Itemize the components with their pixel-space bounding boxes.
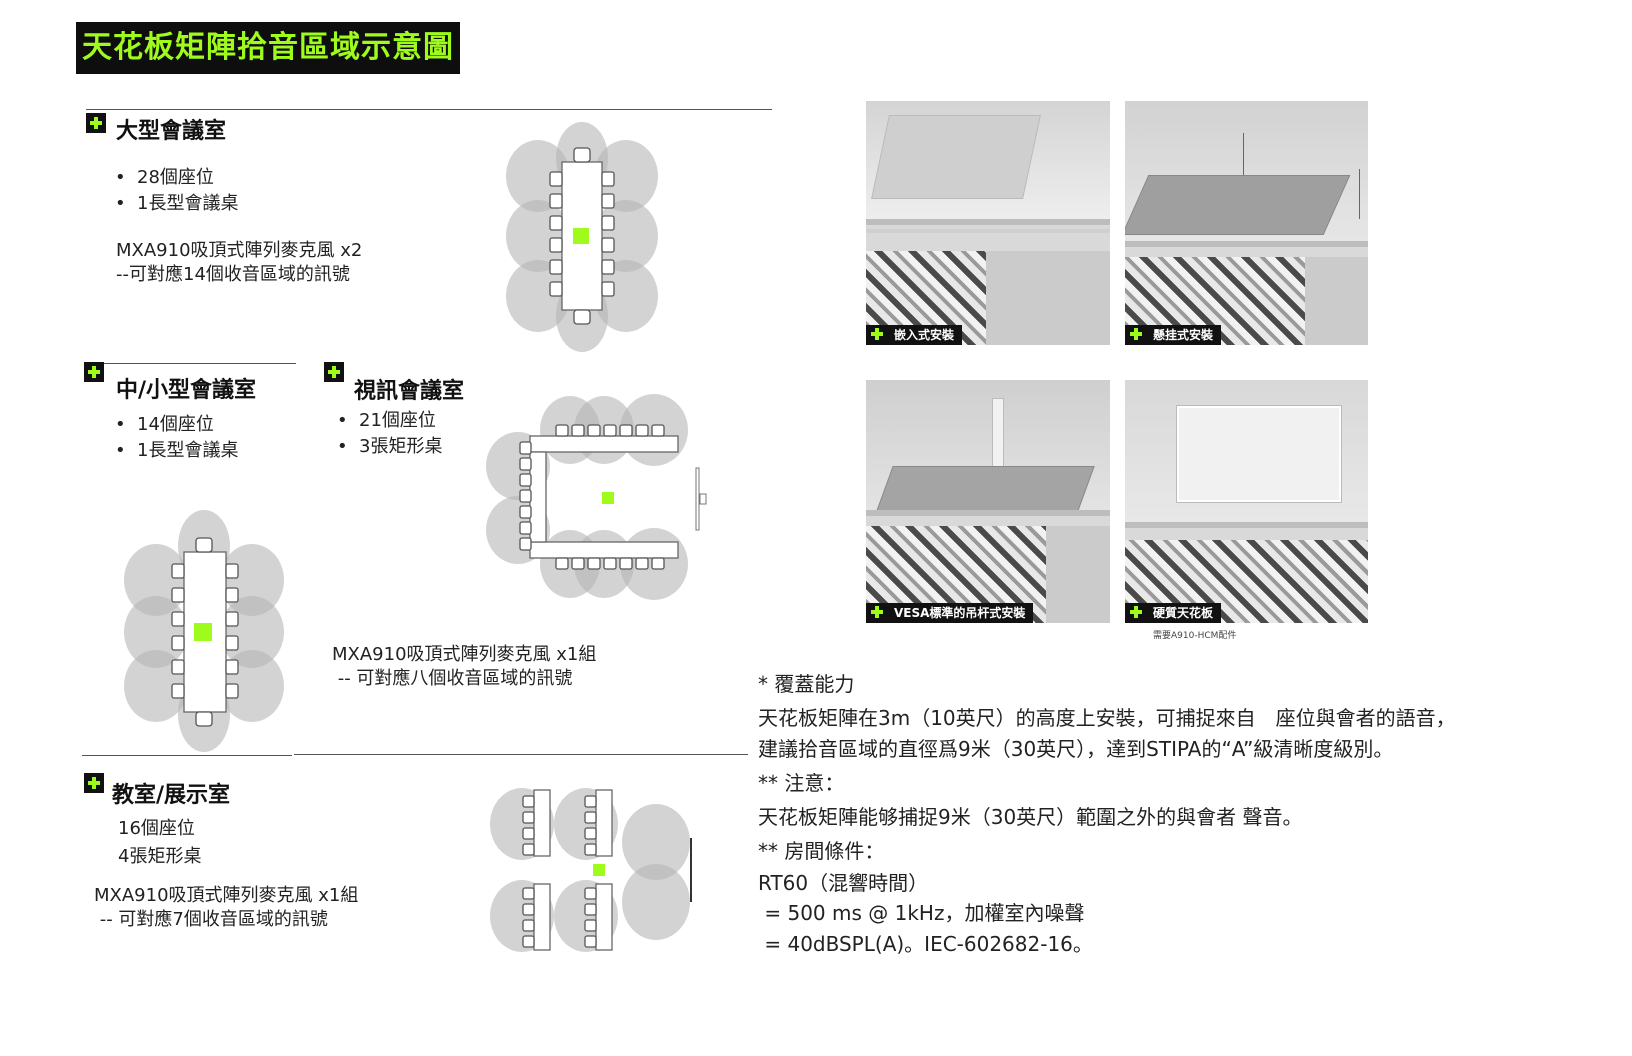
plus-icon	[1129, 605, 1143, 619]
classroom-mic: MXA910吸頂式陣列麥克風 x1組	[94, 885, 359, 906]
section-heading-large-room: 大型會議室	[116, 119, 227, 144]
mic-panel	[1125, 175, 1351, 235]
section-heading-classroom: 教室/展示室	[112, 783, 231, 808]
video-room-bullets: 21個座位 3張矩形桌	[337, 408, 442, 460]
photo-vesa-pole-mount: VESA標準的吊杆式安裝	[866, 380, 1110, 623]
classroom-mic-zones: -- 可對應7個收音區域的訊號	[94, 909, 328, 930]
divider	[82, 755, 292, 756]
classroom-diagram	[490, 788, 692, 952]
plus-icon	[324, 362, 344, 382]
video-room-mic-zones: -- 可對應八個收音區域的訊號	[332, 668, 573, 689]
photo-caption: 懸挂式安裝	[1125, 325, 1222, 345]
bullet-item: 3張矩形桌	[337, 434, 442, 460]
large-room-bullets: 28個座位 1長型會議桌	[115, 165, 238, 217]
section-heading-video-room: 視訊會議室	[354, 379, 465, 404]
classroom-tables: 4張矩形桌	[118, 846, 202, 867]
photo-suspended-mount: 懸挂式安裝	[1125, 101, 1368, 345]
photo-flush-mount: 嵌入式安裝	[866, 101, 1110, 345]
mic-panel	[871, 115, 1041, 199]
bullet-item: 1長型會議桌	[115, 191, 238, 217]
plus-icon	[84, 773, 104, 793]
plus-icon	[870, 605, 884, 619]
coverage-heading: * 覆蓋能力	[758, 672, 855, 696]
large-room-diagram	[506, 122, 658, 352]
attention-text: 天花板矩陣能够捕捉9米（30英尺）範圍之外的與會者 聲音。	[758, 805, 1303, 829]
large-room-mic-zones: --可對應14個收音區域的訊號	[116, 264, 350, 285]
bullet-item: 14個座位	[115, 412, 238, 438]
video-room-diagram	[486, 394, 707, 600]
room-conditions-heading: ** 房間條件：	[758, 839, 885, 863]
mic-panel	[1177, 406, 1341, 502]
video-room-mic: MXA910吸頂式陣列麥克風 x1組	[332, 644, 597, 665]
photo-caption: VESA標準的吊杆式安裝	[866, 603, 1034, 623]
rt60-value: = 500 ms @ 1kHz，加權室內噪聲	[758, 901, 1085, 925]
attention-heading: ** 注意：	[758, 771, 845, 795]
rt60-label: RT60（混響時間）	[758, 871, 929, 895]
divider	[86, 109, 772, 110]
coverage-text-1: 天花板矩陣在3m（10英尺）的高度上安裝，可捕捉來自 座位與會者的語音，	[758, 706, 1456, 730]
bullet-item: 28個座位	[115, 165, 238, 191]
divider	[294, 754, 748, 755]
photo-accessory-note: 需要A910-HCM配件	[1153, 631, 1237, 641]
medium-room-bullets: 14個座位 1長型會議桌	[115, 412, 238, 464]
classroom-seats: 16個座位	[118, 818, 195, 839]
bullet-item: 21個座位	[337, 408, 442, 434]
plus-icon	[84, 362, 104, 382]
photo-caption: 嵌入式安裝	[866, 325, 963, 345]
plus-icon	[1129, 327, 1143, 341]
medium-room-diagram	[124, 510, 284, 752]
noise-value: = 40dBSPL(A)。IEC-602682-16。	[758, 932, 1093, 956]
plus-icon	[870, 327, 884, 341]
bullet-item: 1長型會議桌	[115, 438, 238, 464]
photo-caption: 硬質天花板	[1125, 603, 1222, 623]
section-heading-medium-room: 中/小型會議室	[116, 378, 257, 403]
plus-icon	[86, 113, 106, 133]
mic-panel	[875, 466, 1095, 514]
large-room-mic: MXA910吸頂式陣列麥克風 x2	[116, 240, 363, 261]
coverage-text-2: 建議拾音區域的直徑爲9米（30英尺），達到STIPA的“A”級清晰度級別。	[758, 737, 1394, 761]
page-title: 天花板矩陣拾音區域示意圖	[76, 22, 460, 74]
divider	[86, 363, 296, 364]
photo-hard-ceiling: 硬質天花板	[1125, 380, 1368, 623]
